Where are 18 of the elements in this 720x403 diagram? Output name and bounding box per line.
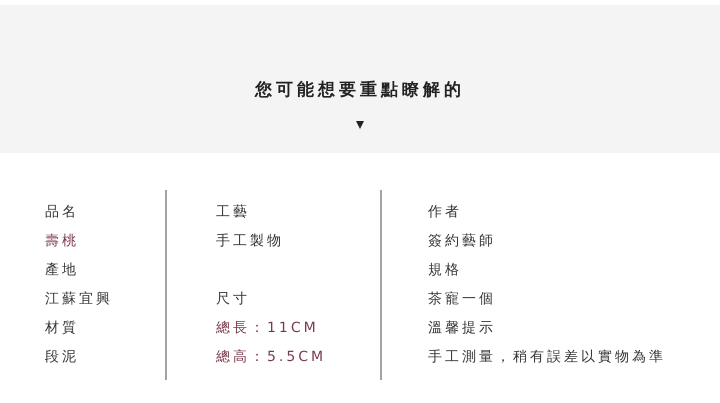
field-value: 手工測量，稍有誤差以實物為準 xyxy=(428,348,666,366)
title: 您可能想要重點瞭解的 xyxy=(254,79,466,101)
field-label: 規格 xyxy=(428,261,462,279)
field-value: 段泥 xyxy=(45,348,79,366)
field-value: 簽約藝師 xyxy=(428,232,496,250)
field-label: 作者 xyxy=(428,203,462,221)
field-label: 材質 xyxy=(45,319,79,337)
field-value: 手工製物 xyxy=(216,232,284,250)
field-label: 溫馨提示 xyxy=(428,319,496,337)
field-value: 壽桃 xyxy=(45,232,79,250)
field-value: 總高：5.5CM xyxy=(216,348,326,366)
field-label: 產地 xyxy=(45,261,79,279)
field-value: 江蘇宜興 xyxy=(45,290,113,308)
field-value: 總長：11CM xyxy=(216,319,319,337)
field-value: 尺寸 xyxy=(216,290,250,308)
field-label: 品名 xyxy=(45,203,79,221)
field-label: 工藝 xyxy=(216,203,250,221)
field-value: 茶寵一個 xyxy=(428,290,496,308)
